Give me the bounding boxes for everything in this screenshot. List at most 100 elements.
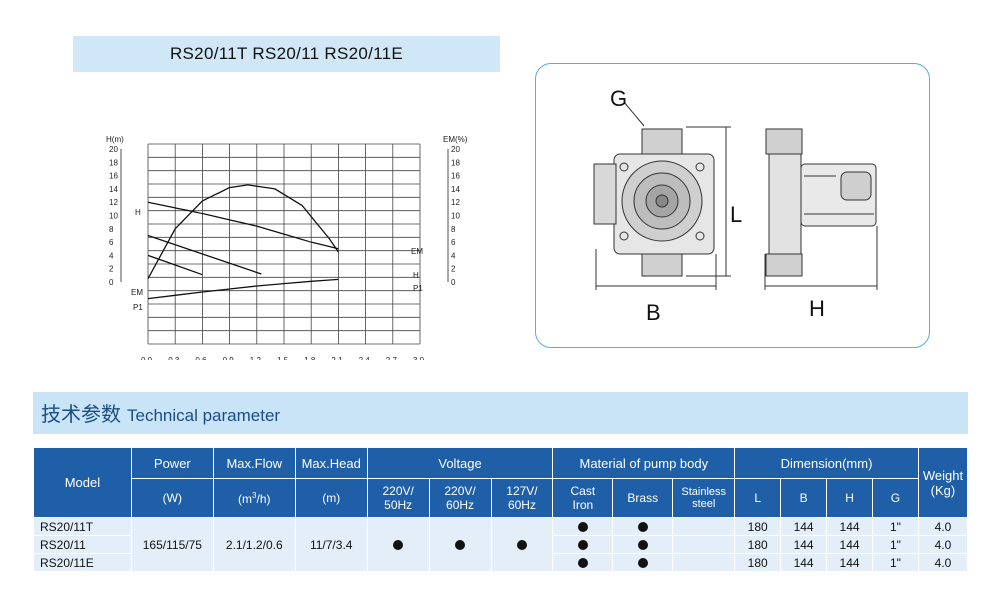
y-tick-label-left: 18: [109, 158, 118, 167]
weight-cell: 4.0: [917, 535, 969, 554]
y-tick-label-left: 2: [109, 265, 114, 274]
cast-iron-mark: [552, 517, 614, 536]
y-tick-label-right: 4: [451, 251, 456, 260]
voltage-220-60-mark: [428, 517, 492, 572]
y-tick-label-left: 12: [109, 198, 118, 207]
curve-EM: [147, 184, 340, 279]
cast-iron-mark: [552, 535, 614, 554]
y-tick-label-left: 20: [109, 145, 118, 154]
x-tick-label: 0.0: [141, 356, 153, 360]
weight-cell: 4.0: [917, 553, 969, 572]
curve-label: P1: [133, 303, 143, 312]
table-row: RS20/11E 180 144 144 1" 4.0: [33, 553, 969, 572]
header-flow: Max.Flow: [212, 447, 296, 479]
header-power: Power: [130, 447, 214, 479]
dimension-label-h: H: [809, 296, 825, 321]
x-tick-label: 0.9: [223, 356, 235, 360]
header-dim-g: G: [872, 478, 919, 518]
section-title-cn: 技术参数: [41, 404, 121, 426]
dimension-label-b: B: [646, 300, 661, 325]
y-tick-label-right: 8: [451, 225, 456, 234]
header-voltage: Voltage: [366, 447, 554, 479]
y-tick-label-right: 6: [451, 238, 456, 247]
power-cell: 165/115/75: [130, 517, 214, 572]
dimension-drawing-card: G L B H: [535, 63, 930, 348]
head-cell: 11/7/3.4: [294, 517, 368, 572]
stainless-steel-cell: [672, 553, 736, 572]
x-tick-label: 1.5: [277, 356, 289, 360]
x-tick-label: 0.3: [168, 356, 180, 360]
flow-cell: 2.1/1.2/0.6: [212, 517, 296, 572]
y-tick-label-right: 16: [451, 172, 460, 181]
y-tick-label-right: 14: [451, 185, 460, 194]
section-title-en: Technical parameter: [127, 406, 281, 425]
x-tick-label: 3.0: [413, 356, 425, 360]
curve-label: H: [135, 208, 141, 217]
y-tick-label-right: 2: [451, 265, 456, 274]
dimension-label-g: G: [610, 86, 628, 111]
x-tick-label: 1.8: [304, 356, 316, 360]
x-tick-label: 1.2: [250, 356, 262, 360]
brass-mark: [612, 535, 674, 554]
y-tick-label-right: 10: [451, 212, 460, 221]
dim-b-cell: 144: [780, 535, 828, 554]
model-cell: RS20/11E: [33, 553, 132, 572]
y-tick-label-left: 0: [109, 278, 114, 287]
header-dimension: Dimension(mm): [734, 447, 919, 479]
dim-h-cell: 144: [826, 553, 873, 572]
header-model: Model: [33, 447, 132, 518]
x-tick-label: 2.7: [386, 356, 398, 360]
dim-g-cell: 1": [872, 517, 919, 536]
header-brass: Brass: [612, 478, 674, 518]
chart-title: RS20/11T RS20/11 RS20/11E: [73, 36, 500, 72]
header-weight: Weight(Kg): [917, 447, 969, 518]
stainless-steel-cell: [672, 535, 736, 554]
dim-g-cell: 1": [872, 535, 919, 554]
dim-l-cell: 180: [734, 517, 782, 536]
y-tick-label-left: 4: [109, 251, 114, 260]
y-tick-label-left: 8: [109, 225, 114, 234]
header-voltage-220-60: 220V/60Hz: [428, 478, 492, 518]
y-tick-label-left: 6: [109, 238, 114, 247]
curve-series-1: [147, 234, 262, 275]
curve-label: P1: [413, 284, 423, 293]
dim-h-cell: 144: [826, 535, 873, 554]
curve-H: [147, 201, 339, 250]
header-dim-h: H: [826, 478, 873, 518]
table-row: RS20/11 180 144 144 1" 4.0: [33, 535, 969, 554]
header-dim-l: L: [734, 478, 782, 518]
section-title: 技术参数 Technical parameter: [41, 398, 280, 427]
y-tick-label-right: 18: [451, 158, 460, 167]
dim-l-cell: 180: [734, 535, 782, 554]
model-cell: RS20/11T: [33, 517, 132, 536]
header-voltage-220-50: 220V/50Hz: [366, 478, 430, 518]
dim-l-cell: 180: [734, 553, 782, 572]
y-tick-label-right: 12: [451, 198, 460, 207]
table-row: RS20/11T 165/115/75 2.1/1.2/0.6 11/7/3.4…: [33, 517, 969, 572]
x-tick-label: 0.6: [195, 356, 207, 360]
y-left-label: H(m): [106, 135, 124, 144]
y-tick-label-right: 20: [451, 145, 460, 154]
cast-iron-mark: [552, 553, 614, 572]
header-head: Max.Head: [294, 447, 368, 479]
y-tick-label-left: 10: [109, 212, 118, 221]
dim-b-cell: 144: [780, 553, 828, 572]
header-material: Material of pump body: [552, 447, 736, 479]
weight-cell: 4.0: [917, 517, 969, 536]
y-right-label: EM(%): [443, 135, 468, 144]
model-cell: RS20/11: [33, 535, 132, 554]
chart-axes: [120, 149, 449, 282]
curve-label: EM: [411, 247, 423, 256]
header-power-unit: (W): [130, 478, 214, 518]
chart-curves: [147, 184, 340, 300]
header-head-unit: (m): [294, 478, 368, 518]
side-view-pump-head: [768, 153, 802, 255]
brass-mark: [612, 517, 674, 536]
brass-mark: [612, 553, 674, 572]
dim-b-cell: 144: [780, 517, 828, 536]
